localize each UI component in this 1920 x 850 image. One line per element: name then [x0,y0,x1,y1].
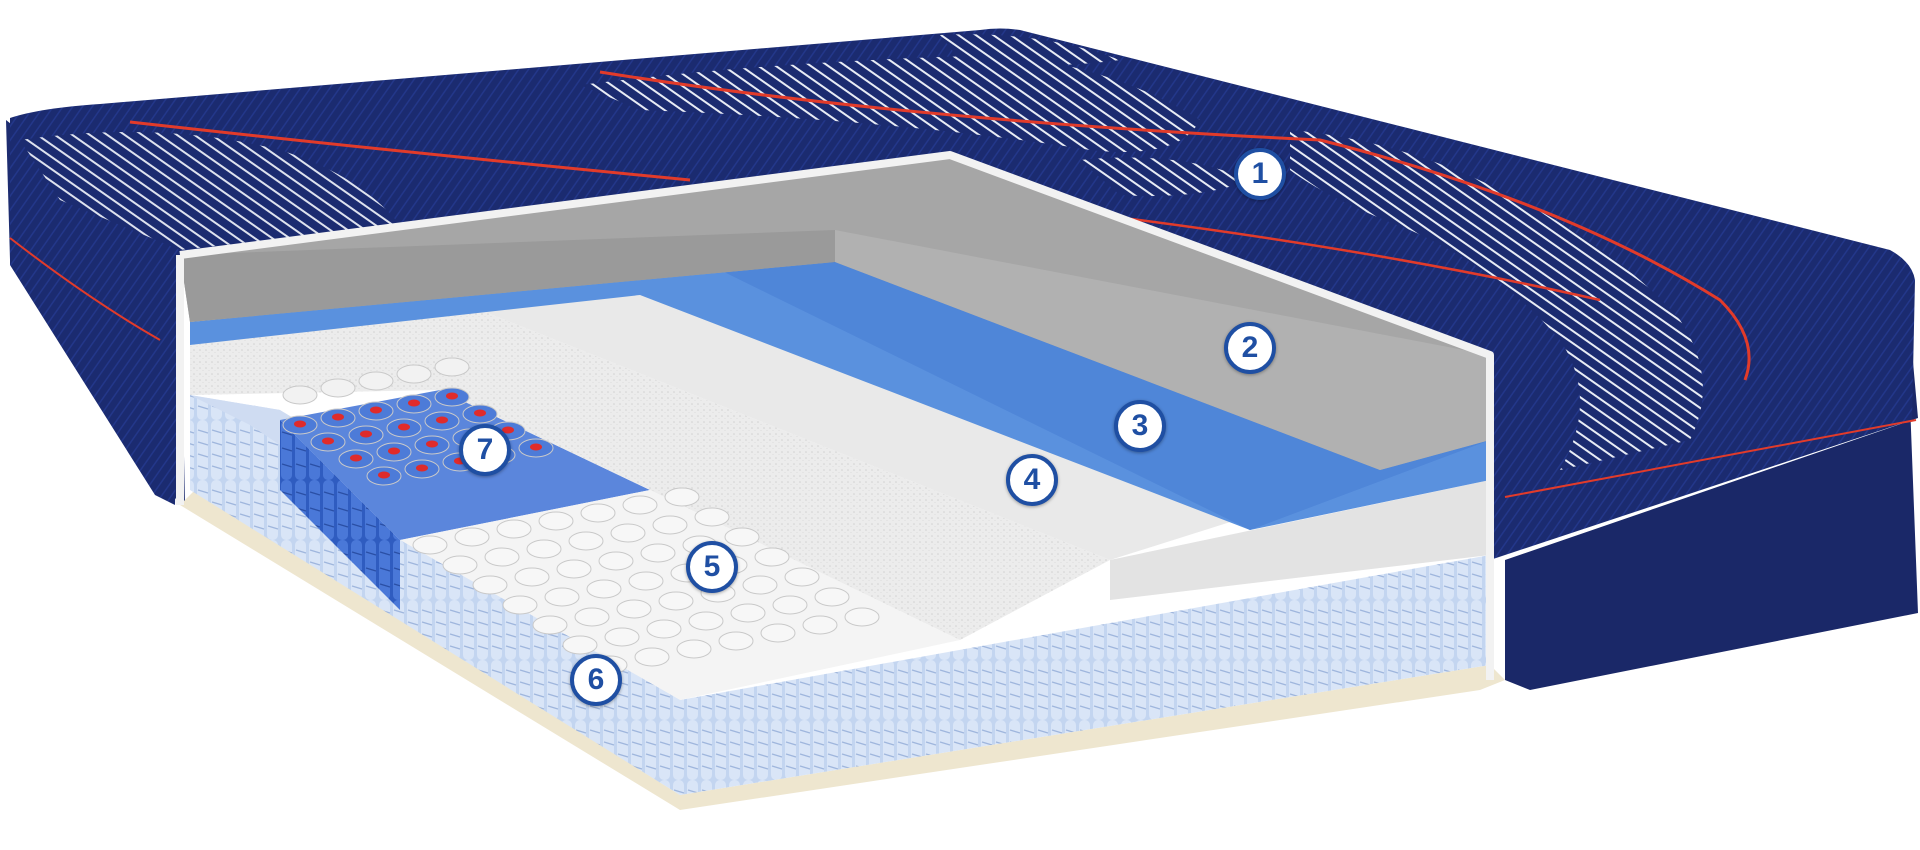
callout-1: 1 [1234,148,1286,200]
callout-6-label: 6 [587,663,605,696]
cutaway-frame [176,151,1494,680]
callout-5: 5 [686,541,738,593]
mattress-base-layer [180,490,1505,810]
callout-7: 7 [459,424,511,476]
callout-4: 4 [1006,454,1058,506]
callout-7-label: 7 [476,433,494,466]
callout-4-label: 4 [1023,463,1041,496]
coil-tops [282,357,880,675]
callout-1-label: 1 [1251,157,1269,190]
callout-3: 3 [1114,400,1166,452]
callout-2-label: 2 [1241,331,1259,364]
callout-2: 2 [1224,322,1276,374]
blue-gel-foam [190,262,1490,530]
callout-5-label: 5 [703,550,721,583]
callout-6: 6 [570,654,622,706]
white-support-foam [190,295,1490,640]
callout-3-label: 3 [1131,409,1149,442]
